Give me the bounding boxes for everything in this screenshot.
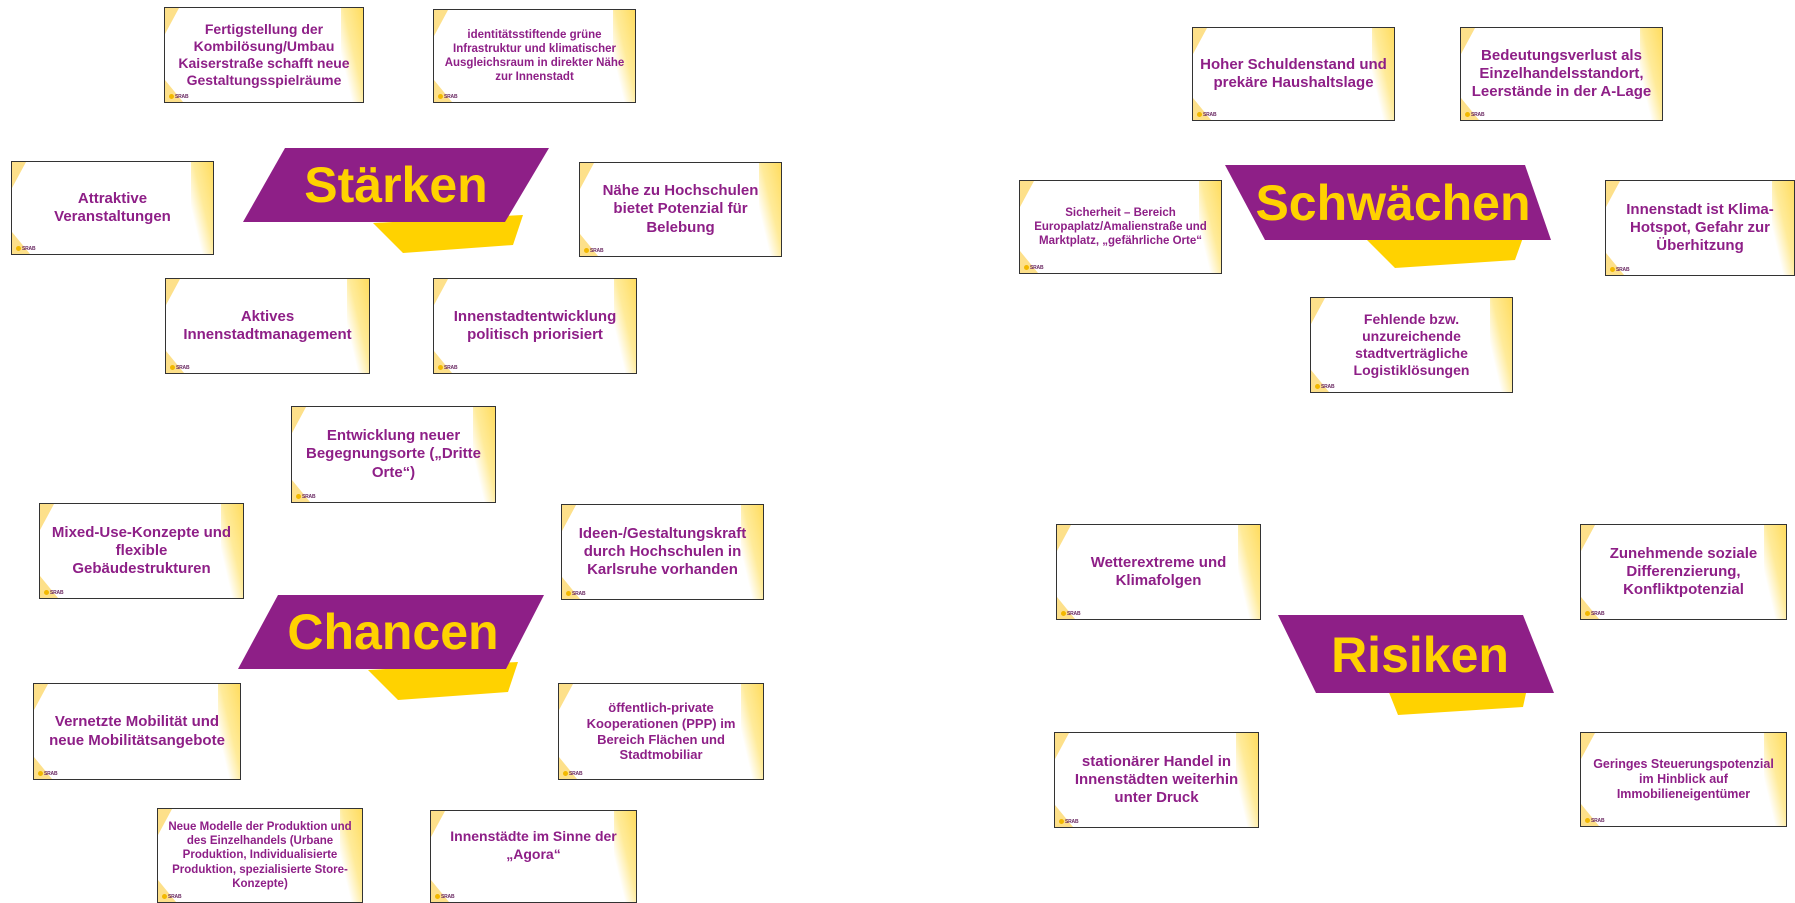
chancen-banner-shape: Chancen xyxy=(238,595,544,700)
card-text: Fertigstellung der Kombilösung/Umbau Kai… xyxy=(178,20,350,89)
chancen-card: Mixed-Use-Konzepte und flexible Gebäudes… xyxy=(39,503,244,599)
srab-logo: SRAB xyxy=(38,771,58,777)
chancen-title: Chancen xyxy=(287,604,498,660)
schwaechen-banner-shape: Schwächen xyxy=(1225,165,1551,268)
card-text: Aktives Innenstadtmanagement xyxy=(183,307,352,343)
card-text: Attraktive Veranstaltungen xyxy=(54,189,171,225)
staerken-title: Stärken xyxy=(304,157,487,213)
schwaechen-card: Innenstadt ist Klima-Hotspot, Gefahr zur… xyxy=(1605,180,1795,276)
risiken-card: Wetterextreme und Klimafolgen SRAB xyxy=(1056,524,1261,620)
risiken-card: stationärer Handel in Innenstädten weite… xyxy=(1054,732,1259,828)
chancen-banner: Chancen xyxy=(238,592,544,707)
card-text: identitätsstiftende grüne Infrastruktur … xyxy=(444,28,625,84)
staerken-banner: Stärken xyxy=(243,145,549,260)
staerken-card: Attraktive Veranstaltungen SRAB xyxy=(11,161,214,255)
card-text: Innenstadtentwicklung politisch priorisi… xyxy=(453,307,617,343)
srab-logo: SRAB xyxy=(1059,819,1079,825)
staerken-card: Fertigstellung der Kombilösung/Umbau Kai… xyxy=(164,7,364,103)
srab-logo: SRAB xyxy=(1197,112,1217,118)
srab-logo: SRAB xyxy=(162,894,182,900)
srab-logo: SRAB xyxy=(563,771,583,777)
srab-logo: SRAB xyxy=(435,894,455,900)
card-text: stationärer Handel in Innenstädten weite… xyxy=(1074,752,1239,807)
srab-logo: SRAB xyxy=(438,365,458,371)
card-text: Ideen-/Gestaltungskraft durch Hochschule… xyxy=(578,524,747,579)
card-text: Neue Modelle der Produktion und des Einz… xyxy=(168,821,352,890)
chancen-card: Ideen-/Gestaltungskraft durch Hochschule… xyxy=(561,504,764,600)
srab-logo: SRAB xyxy=(1585,611,1605,617)
chancen-card: Innenstädte im Sinne der „Agora“ SRAB xyxy=(430,810,637,903)
card-text: Zunehmende soziale Differenzierung, Konf… xyxy=(1609,544,1758,599)
srab-logo: SRAB xyxy=(44,590,64,596)
srab-logo: SRAB xyxy=(1465,112,1485,118)
risiken-banner-shape: Risiken xyxy=(1278,615,1554,715)
staerken-banner-shape: Stärken xyxy=(243,148,549,253)
card-text: Innenstädte im Sinne der „Agora“ xyxy=(450,828,617,862)
card-text: Fehlende bzw. unzureichende stadtverträg… xyxy=(1353,310,1470,379)
card-text: Sicherheit – Bereich Europaplatz/Amalien… xyxy=(1034,206,1207,247)
card-text: Bedeutungsverlust als Einzelhandelsstand… xyxy=(1471,46,1652,101)
staerken-card: Nähe zu Hochschulen bietet Potenzial für… xyxy=(579,162,782,257)
schwaechen-banner: Schwächen xyxy=(1225,160,1551,275)
chancen-card: öffentlich-private Kooperationen (PPP) i… xyxy=(558,683,764,780)
card-text: Wetterextreme und Klimafolgen xyxy=(1090,553,1227,589)
srab-logo: SRAB xyxy=(1610,267,1630,273)
srab-logo: SRAB xyxy=(169,94,189,100)
srab-logo: SRAB xyxy=(584,248,604,254)
staerken-card: Innenstadtentwicklung politisch priorisi… xyxy=(433,278,637,374)
srab-logo: SRAB xyxy=(1061,611,1081,617)
card-text: Nähe zu Hochschulen bietet Potenzial für… xyxy=(602,182,759,236)
staerken-card: Aktives Innenstadtmanagement SRAB xyxy=(165,278,370,374)
risiken-card: Zunehmende soziale Differenzierung, Konf… xyxy=(1580,524,1787,620)
risiken-banner: Risiken xyxy=(1278,612,1554,722)
chancen-card: Neue Modelle der Produktion und des Einz… xyxy=(157,808,363,903)
schwaechen-card: Fehlende bzw. unzureichende stadtverträg… xyxy=(1310,297,1513,393)
card-text: Hoher Schuldenstand und prekäre Haushalt… xyxy=(1200,55,1387,91)
risiken-title: Risiken xyxy=(1331,627,1509,683)
risiken-card: Geringes Steuerungspotenzial im Hinblick… xyxy=(1580,732,1787,827)
srab-logo: SRAB xyxy=(1024,265,1044,271)
srab-logo: SRAB xyxy=(170,365,190,371)
schwaechen-title: Schwächen xyxy=(1255,175,1530,231)
schwaechen-card: Sicherheit – Bereich Europaplatz/Amalien… xyxy=(1019,180,1222,274)
staerken-card: identitätsstiftende grüne Infrastruktur … xyxy=(433,9,636,103)
srab-logo: SRAB xyxy=(1315,384,1335,390)
card-text: Geringes Steuerungspotenzial im Hinblick… xyxy=(1593,756,1774,802)
card-text: öffentlich-private Kooperationen (PPP) i… xyxy=(586,699,736,763)
card-text: Vernetzte Mobilität und neue Mobilitätsa… xyxy=(49,713,225,749)
chancen-card: Vernetzte Mobilität und neue Mobilitätsa… xyxy=(33,683,241,780)
srab-logo: SRAB xyxy=(296,494,316,500)
schwaechen-card: Bedeutungsverlust als Einzelhandelsstand… xyxy=(1460,27,1663,121)
srab-logo: SRAB xyxy=(566,591,586,597)
card-text: Mixed-Use-Konzepte und flexible Gebäudes… xyxy=(51,523,232,578)
card-text: Entwicklung neuer Begegnungsorte („Dritt… xyxy=(305,427,481,481)
schwaechen-card: Hoher Schuldenstand und prekäre Haushalt… xyxy=(1192,27,1395,121)
chancen-card: Entwicklung neuer Begegnungsorte („Dritt… xyxy=(291,406,496,503)
srab-logo: SRAB xyxy=(16,246,36,252)
srab-logo: SRAB xyxy=(1585,818,1605,824)
srab-logo: SRAB xyxy=(438,94,458,100)
card-text: Innenstadt ist Klima-Hotspot, Gefahr zur… xyxy=(1626,200,1774,255)
